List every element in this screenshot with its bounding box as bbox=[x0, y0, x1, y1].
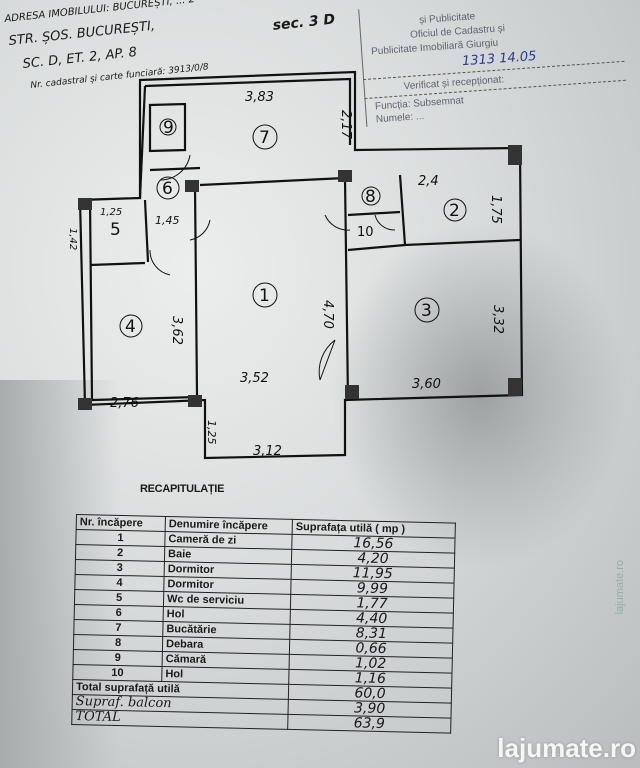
room-number: 1 bbox=[259, 286, 270, 306]
side-watermark: lajumate.ro bbox=[614, 560, 626, 615]
walls bbox=[78, 70, 524, 460]
dimension-label: 1,42 bbox=[67, 228, 78, 250]
dimension-label: 1,75 bbox=[488, 195, 503, 224]
dimension-label: 3,83 bbox=[245, 90, 274, 105]
dimension-label: 3,62 bbox=[169, 316, 184, 345]
dimension-label: 3,32 bbox=[490, 305, 505, 334]
room-number: 8 bbox=[365, 187, 376, 207]
room-number: 7 bbox=[259, 128, 270, 148]
dimension-label: 3,52 bbox=[240, 371, 269, 386]
room-number: 4 bbox=[125, 317, 136, 337]
room-number: 6 bbox=[162, 179, 173, 199]
dimension-label: 2,17 bbox=[338, 110, 353, 140]
dimension-label: 2,76 bbox=[110, 396, 139, 411]
grand-total-value: 63,9 bbox=[287, 714, 451, 734]
room-number: 3 bbox=[421, 301, 432, 321]
dimensions: 3,83 2,17 2,4 1,75 1,25 1,45 1,42 3,62 3… bbox=[67, 90, 505, 459]
dimension-label: 2,4 bbox=[418, 174, 439, 189]
dimension-label: 1,25 bbox=[205, 420, 218, 445]
columns bbox=[78, 145, 522, 410]
table-title: RECAPITULAȚIE bbox=[140, 483, 225, 495]
doors bbox=[149, 154, 396, 381]
watermark-logo: lajumate.ro bbox=[497, 733, 636, 763]
room-number: 2 bbox=[449, 201, 460, 221]
dimension-label: 1,25 bbox=[100, 207, 122, 218]
dimension-label: 3,12 bbox=[253, 444, 282, 459]
area-table: Nr. încăpere Denumire încăpere Suprafața… bbox=[71, 514, 456, 734]
dimension-label: 4,70 bbox=[320, 300, 335, 329]
column-header: Nr. încăpere bbox=[76, 514, 166, 532]
room-number: 10 bbox=[357, 225, 374, 240]
dimension-label: 3,60 bbox=[412, 377, 441, 392]
room-number: 9 bbox=[163, 118, 174, 138]
dimension-label: 1,45 bbox=[155, 214, 180, 227]
room-number: 5 bbox=[110, 220, 121, 240]
floor-plan: 7 9 6 5 4 1 8 10 2 3 3,83 2,17 2,4 1,75 … bbox=[67, 70, 524, 460]
room-numbers: 7 9 6 5 4 1 8 10 2 3 bbox=[110, 118, 467, 338]
